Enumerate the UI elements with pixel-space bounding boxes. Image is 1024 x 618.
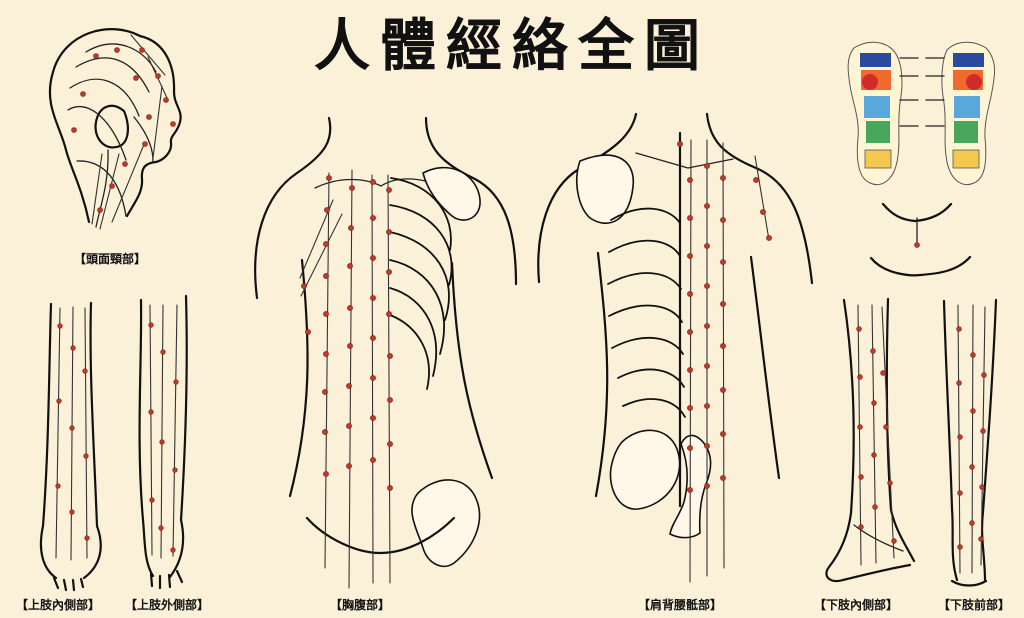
head-points (71, 47, 176, 213)
chest-points (301, 175, 393, 491)
back-diagram (537, 112, 814, 583)
foot-reflexology-diagram (846, 38, 998, 190)
upper-limb-outer-diagram (138, 294, 188, 590)
chest-abdomen-diagram (254, 116, 518, 589)
lower-limb-front-label: 【下肢前部】 (938, 598, 1011, 612)
chart-title: 人體經絡全圖 (314, 12, 710, 79)
back-points (677, 141, 772, 493)
lower-abdomen-diagram (869, 202, 972, 277)
back-label: 【肩背腰骶部】 (638, 598, 723, 612)
upper-limb-inner-diagram (39, 301, 102, 592)
lower-limb-inner-label: 【下肢內側部】 (814, 598, 899, 612)
upper-limb-inner-label: 【上肢內側部】 (16, 598, 101, 612)
chest-label: 【胸腹部】 (330, 598, 391, 612)
lower-limb-front-diagram (942, 298, 998, 587)
head-label: 【頭面頸部】 (74, 252, 147, 266)
upper-limb-outer-label: 【上肢外側部】 (125, 598, 210, 612)
head-diagram (48, 28, 182, 230)
lower-limb-inner-diagram (825, 297, 916, 583)
